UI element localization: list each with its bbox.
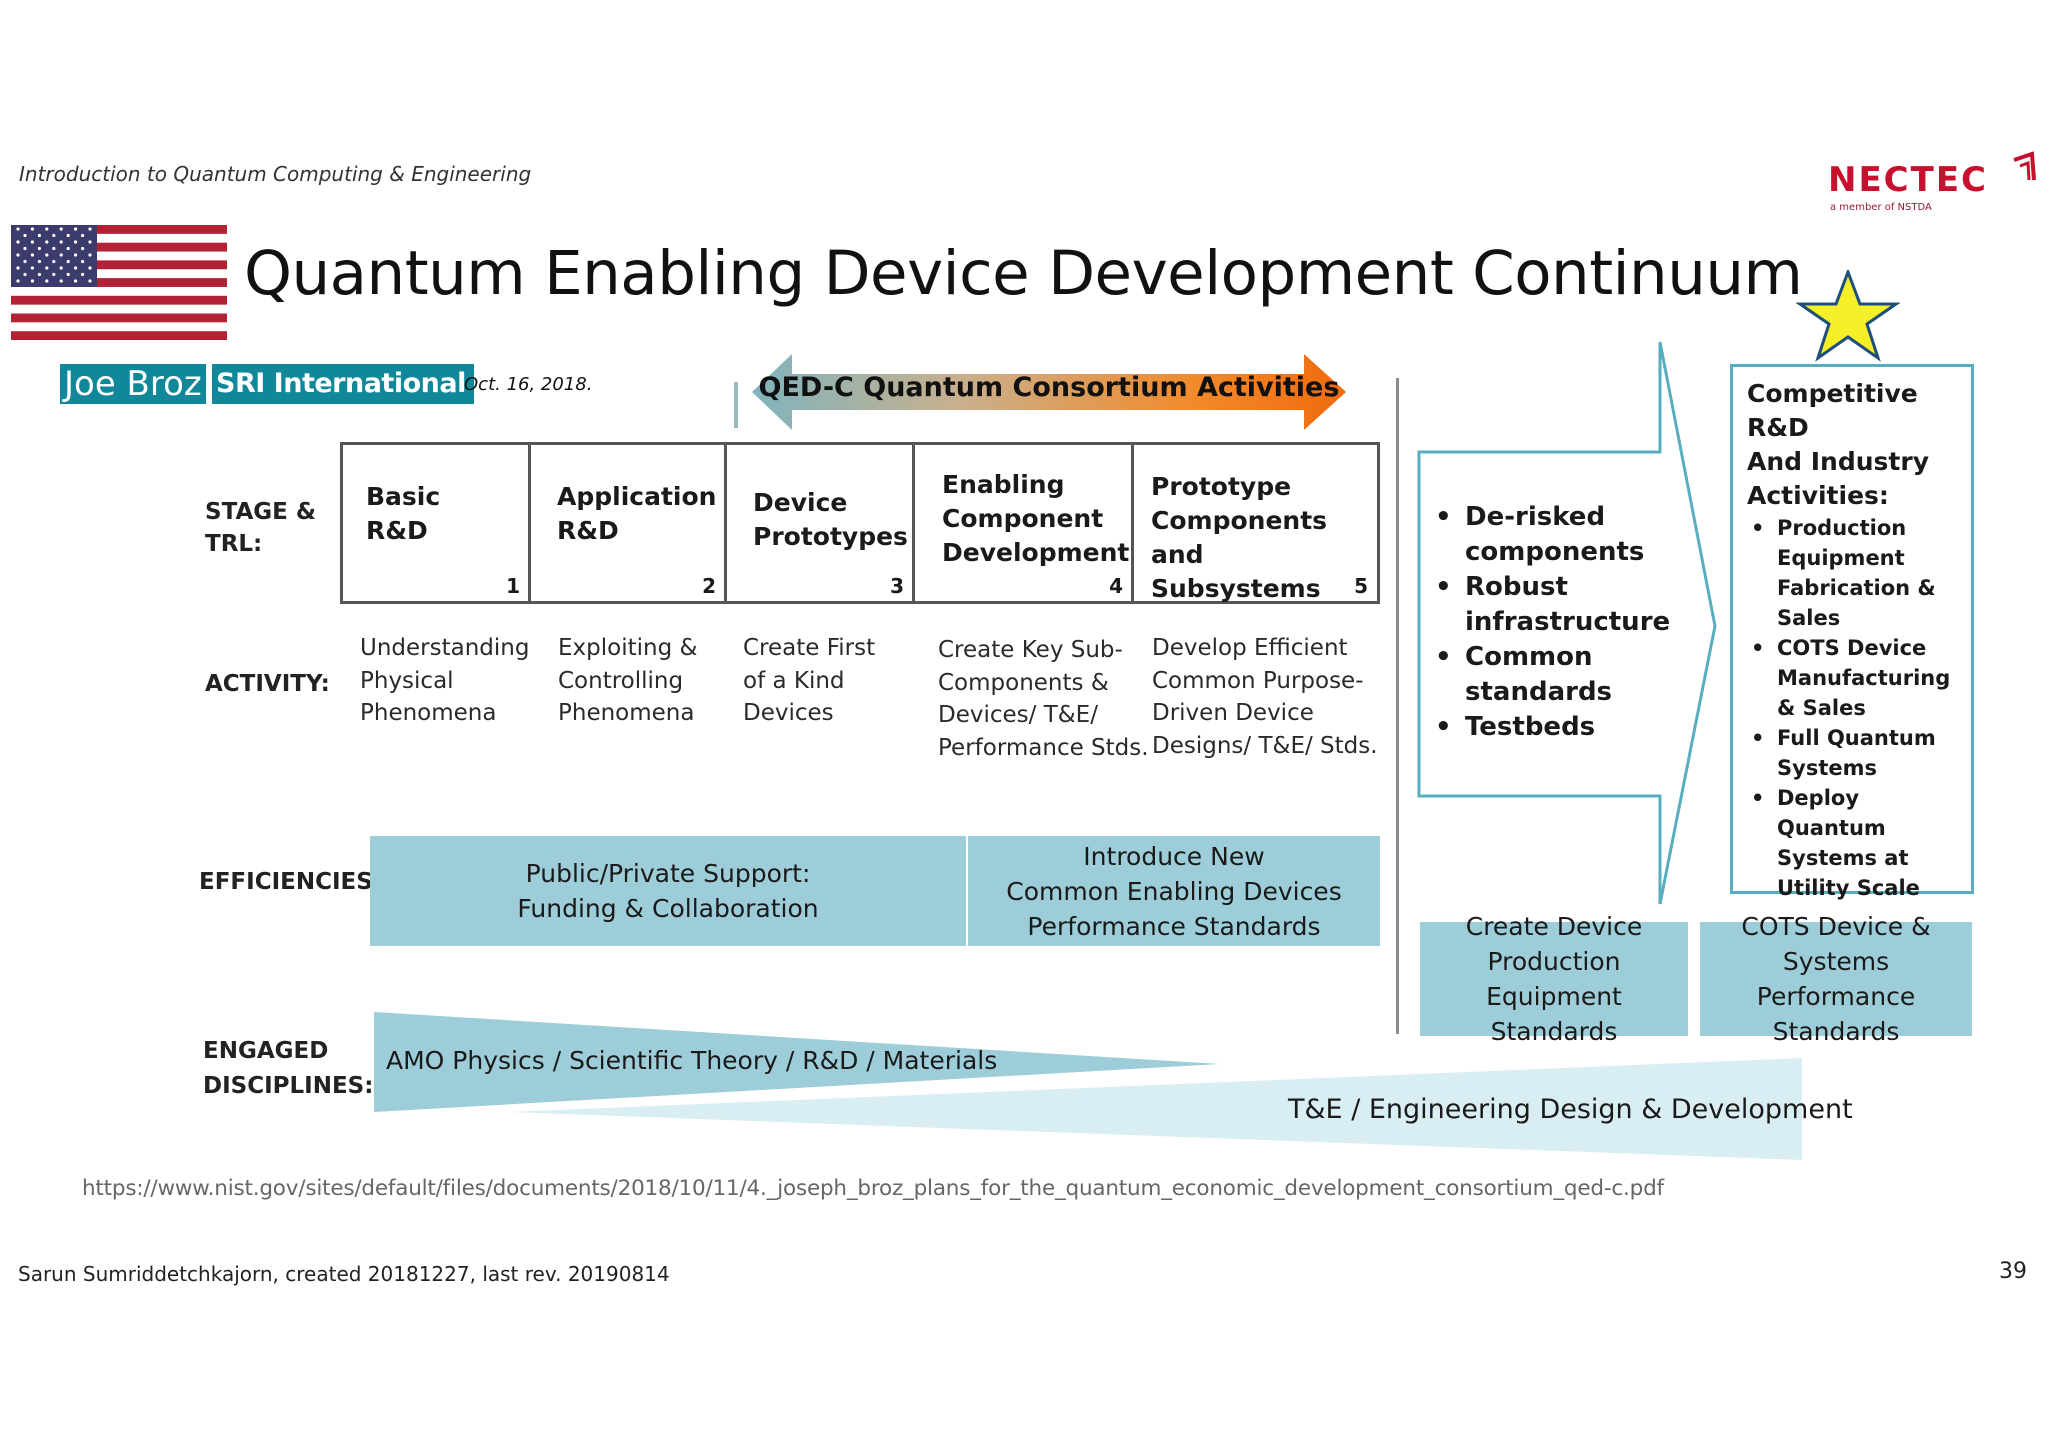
author-badge: Joe Broz	[60, 364, 206, 404]
disciplines-wedges	[374, 1012, 1802, 1160]
stage-cell: Application R&D 2	[531, 442, 727, 604]
activity-text: Create First of a Kind Devices	[743, 635, 876, 726]
stage-cell: Device Prototypes 3	[727, 442, 915, 604]
stage-label: Device Prototypes	[753, 488, 908, 551]
competitive-item: Production Equipment Fabrication & Sales	[1747, 513, 1967, 633]
row-label-disciplines: ENGAGED DISCIPLINES:	[203, 1038, 374, 1099]
efficiency-box: Introduce New Common Enabling Devices Pe…	[968, 836, 1380, 946]
stage-label: Basic R&D	[366, 482, 441, 545]
stage-table	[340, 442, 1380, 604]
stage-trl: 2	[702, 574, 716, 598]
row-label-efficiencies: EFFICIENCIES:	[199, 869, 383, 895]
stage-label: Enabling Component Development	[942, 470, 1130, 567]
stage-cell: Prototype Components and Subsystems 5	[1134, 442, 1380, 604]
consortium-activities-arrow	[752, 354, 1346, 430]
bullet-item: Robust infrastructure	[1435, 570, 1695, 640]
efficiency-box: COTS Device & Systems Performance Standa…	[1700, 912, 1972, 1046]
efficiency-box: Create Device Production Equipment Stand…	[1420, 912, 1688, 1046]
stage-label: Application R&D	[557, 482, 717, 545]
competitive-item: Full Quantum Systems	[1747, 723, 1967, 783]
bullet-item: Common standards	[1435, 640, 1695, 710]
slide-title: Quantum Enabling Device Development Cont…	[244, 238, 1803, 309]
presentation-date: Oct. 16, 2018.	[464, 374, 593, 395]
row-label-stage: STAGE & TRL:	[205, 499, 316, 557]
activity-text: Develop Efficient Common Purpose- Driven…	[1152, 635, 1378, 759]
activity-text: Understanding Physical Phenomena	[360, 635, 530, 726]
competitive-item: COTS Device Manufacturing & Sales	[1747, 633, 1967, 723]
engineering-disciplines-label: T&E / Engineering Design & Development	[1288, 1094, 1853, 1125]
consortium-activities-label: QED-C Quantum Consortium Activities	[758, 372, 1340, 403]
source-url[interactable]: https://www.nist.gov/sites/default/files…	[82, 1176, 1664, 1201]
logo-tagline: a member of NSTDA	[1830, 202, 1932, 213]
efficiency-box: Public/Private Support: Funding & Collab…	[370, 836, 966, 946]
nectec-logo: NECTEC a member of NSTDA	[1828, 150, 2038, 220]
bullet-item: Testbeds	[1435, 710, 1695, 745]
science-wedge	[374, 1012, 1220, 1112]
bullet-item: De-risked components	[1435, 500, 1695, 570]
competitive-item: Deploy Quantum Systems at Utility Scale	[1747, 783, 1967, 903]
stage-cell: Basic R&D 1	[340, 442, 531, 604]
science-disciplines-label: AMO Physics / Scientific Theory / R&D / …	[386, 1046, 998, 1075]
deck-subtitle: Introduction to Quantum Computing & Engi…	[19, 162, 532, 186]
page-number: 39	[1999, 1259, 2027, 1284]
us-flag-icon	[11, 225, 227, 340]
competitive-title: Competitive R&D And Industry Activities:	[1747, 379, 1929, 510]
footer-credit: Sarun Sumriddetchkajorn, created 2018122…	[18, 1262, 670, 1286]
banner-start-tick	[734, 382, 738, 428]
logo-mark-icon	[2013, 151, 2036, 181]
stage-trl: 4	[1109, 574, 1123, 598]
stage-trl: 3	[890, 574, 904, 598]
transition-bullets: De-risked components Robust infrastructu…	[1435, 500, 1695, 745]
stage-trl: 5	[1354, 574, 1368, 598]
competitive-activities-box: Competitive R&D And Industry Activities:…	[1730, 364, 1974, 900]
organization-badge: SRI International	[212, 364, 474, 404]
star-icon	[1796, 270, 1900, 362]
engineering-wedge	[510, 1058, 1802, 1160]
stage-label: Prototype Components and Subsystems	[1151, 472, 1328, 603]
stage-cell: Enabling Component Development 4	[915, 442, 1134, 604]
section-divider	[1396, 378, 1399, 1034]
competitive-list: Production Equipment Fabrication & Sales…	[1747, 513, 1967, 903]
row-label-activity: ACTIVITY:	[205, 671, 330, 697]
stage-trl: 1	[506, 574, 520, 598]
activity-text: Create Key Sub- Components & Devices/ T&…	[938, 637, 1149, 761]
activity-text: Exploiting & Controlling Phenomena	[558, 635, 698, 726]
logo-name: NECTEC	[1828, 160, 1989, 200]
